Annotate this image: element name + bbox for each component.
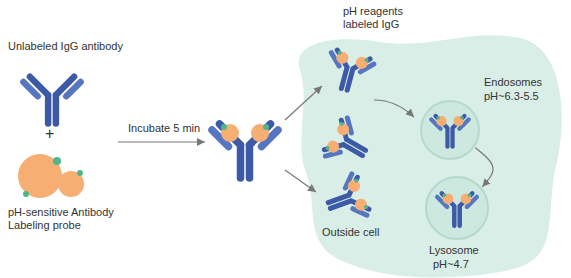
labeled-antibody-icon — [322, 173, 371, 227]
node-body: pH~6.3-5.5 — [484, 90, 539, 103]
flow-arrow — [475, 148, 493, 187]
node-heading: Lysosome — [429, 244, 479, 257]
branch-arrow — [285, 86, 322, 120]
plus-sign: + — [45, 124, 54, 143]
vesicle-circle — [421, 101, 479, 159]
labeled-antibody-icon — [431, 116, 468, 147]
endosome-circle: EndosomespH~6.3-5.5 — [420, 100, 480, 160]
probe-icon — [18, 154, 84, 198]
lysosome-circle: LysosomepH~4.7 — [425, 176, 489, 240]
node-body: pH~4.7 — [433, 258, 469, 271]
labeled-antibody-icon — [323, 49, 375, 95]
step-label: Incubate 5 min — [128, 122, 200, 135]
branch-arrow — [285, 170, 316, 192]
region-label: Outside cell — [322, 226, 379, 239]
vesicle-outline — [425, 176, 489, 240]
caption-text: Unlabeled IgG antibody — [8, 40, 123, 53]
cell-body — [299, 35, 562, 277]
caption-text: pH reagents labeled IgG — [343, 5, 423, 31]
vesicle-outline — [420, 100, 480, 160]
uptake-arrow — [374, 100, 414, 117]
caption-text: pH-sensitive Antibody Labeling probe — [8, 206, 138, 232]
node-heading: Endosomes — [484, 76, 542, 89]
labeled-antibody-icon — [322, 116, 375, 172]
labeled-antibody-icon — [437, 193, 477, 225]
antibody-icon — [23, 77, 80, 124]
labeled-antibody-icon — [212, 124, 278, 178]
incubate-arrow — [118, 141, 205, 142]
vesicle-circle — [426, 177, 488, 239]
